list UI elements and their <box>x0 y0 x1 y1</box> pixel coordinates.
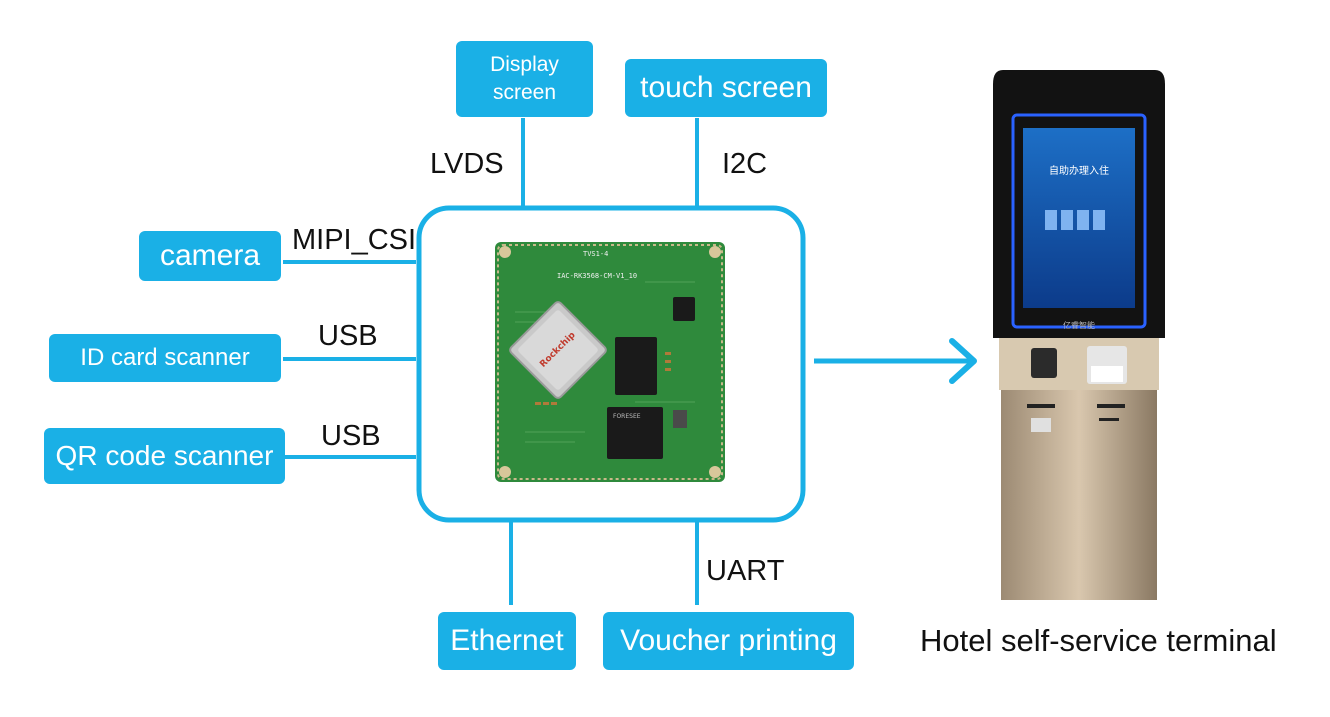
qr-code-scanner-label: QR code scanner <box>55 440 274 471</box>
kiosk-image: 自助办理入住 亿睿智能 <box>993 70 1165 600</box>
camera-box: camera <box>139 231 281 281</box>
voucher-printing-label: Voucher printing <box>620 624 837 657</box>
voucher-printing-box: Voucher printing <box>603 612 854 670</box>
mipi-csi-label: MIPI_CSI <box>292 224 417 256</box>
display-screen-label: Display screen <box>490 52 559 104</box>
uart-label: UART <box>706 555 785 587</box>
usb-label-idcard: USB <box>318 320 378 352</box>
kiosk-screen-title: 自助办理入住 <box>1049 164 1109 177</box>
board-silk-1: TVS1-4 <box>583 250 608 258</box>
core-board-image: TVS1-4 IAC-RK3568-CM-V1_10 Rockchip FORE… <box>495 242 725 482</box>
svg-text:FORESEE: FORESEE <box>613 413 641 420</box>
touch-screen-box: touch screen <box>625 59 827 117</box>
touch-screen-label: touch screen <box>640 71 812 104</box>
usb-label-qr: USB <box>321 420 381 452</box>
board-silk-2: IAC-RK3568-CM-V1_10 <box>557 272 637 280</box>
qr-code-scanner-box: QR code scanner <box>44 428 285 484</box>
ethernet-box: Ethernet <box>438 612 576 670</box>
ethernet-label: Ethernet <box>450 624 564 657</box>
board-frame <box>416 205 806 523</box>
id-card-scanner-box: ID card scanner <box>49 334 281 382</box>
i2c-label: I2C <box>722 148 768 180</box>
arrow-head <box>949 338 977 384</box>
display-screen-box: Display screen <box>456 41 593 117</box>
lvds-label: LVDS <box>430 148 504 180</box>
id-card-scanner-label: ID card scanner <box>80 344 250 371</box>
camera-label: camera <box>159 239 261 272</box>
kiosk-brand: 亿睿智能 <box>1063 320 1095 330</box>
terminal-caption: Hotel self-service terminal <box>920 623 1277 658</box>
